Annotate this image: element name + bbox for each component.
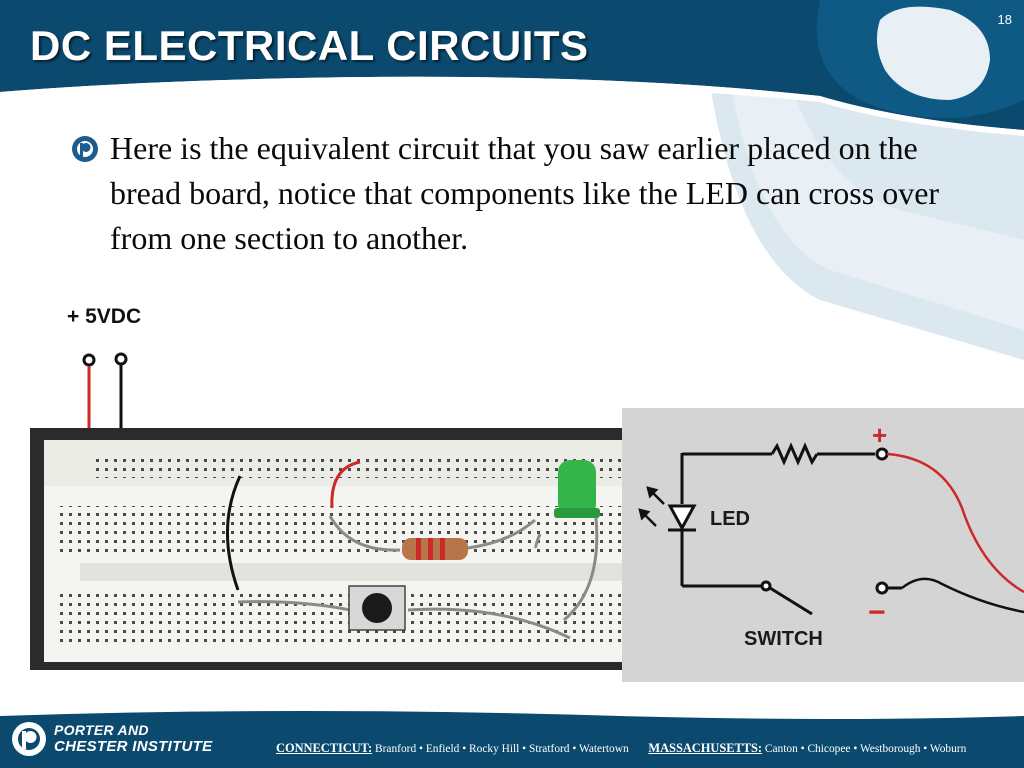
slide-title: DC ELECTRICAL CIRCUITS [30,22,589,69]
massachusetts-label: MASSACHUSETTS: [648,741,763,755]
pc-logo-icon [12,722,46,756]
connecticut-towns: Branford • Enfield • Rocky Hill • Stratf… [375,743,629,755]
schematic-switch-label: SWITCH [744,628,823,650]
slide-number: 18 [997,12,1012,27]
schematic-led-label: LED [710,508,750,530]
negative-symbol: − [868,596,886,629]
breadboard-illustration [30,352,630,670]
logo-text-line1: PORTER AND [54,722,149,738]
bullet-text: Here is the equivalent circuit that you … [110,130,940,256]
logo-text-line2: CHESTER INSTITUTE [54,738,213,755]
massachusetts-towns: Canton • Chicopee • Westborough • Woburn [764,743,967,755]
resistor-component [402,538,468,560]
positive-symbol: + [872,420,887,450]
schematic-diagram: + − [622,408,1024,682]
supply-voltage-label: + 5VDC [67,305,142,328]
pc-logo-icon [70,134,100,164]
footer-locations: CONNECTICUT: Branford • Enfield • Rocky … [276,741,966,756]
header-band [0,0,1024,130]
led-component [554,460,600,518]
connecticut-label: CONNECTICUT: [276,741,373,755]
push-button-component [348,585,406,631]
breadboard-holes [54,456,630,648]
footer-band [0,711,1024,768]
